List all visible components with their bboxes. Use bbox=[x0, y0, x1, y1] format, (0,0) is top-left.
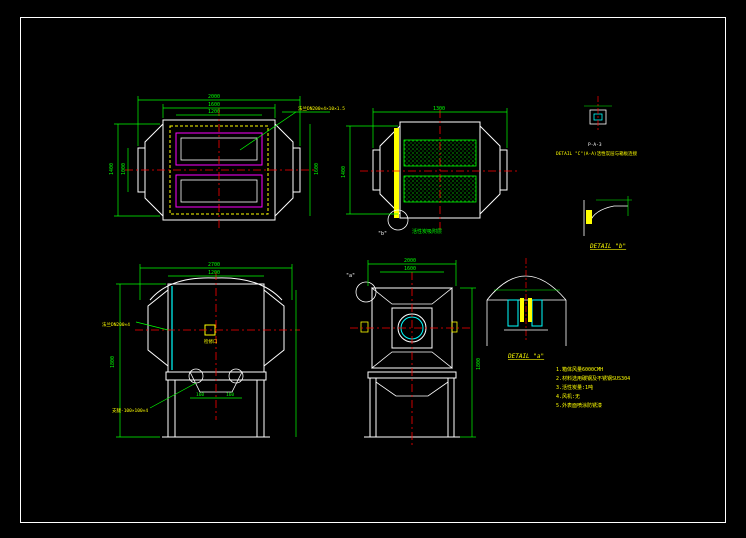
bottom-front-view-leader-bottom bbox=[149, 382, 197, 409]
detail-a-title: DETAIL "a" bbox=[507, 353, 544, 360]
detail-a-arc bbox=[486, 275, 567, 301]
side-view-right-transition bbox=[479, 125, 501, 215]
detail-a bbox=[486, 258, 567, 346]
front-view-dim-top-1: 2000 bbox=[208, 94, 220, 100]
end-view-side-port-right bbox=[451, 321, 458, 333]
bottom-front-view-dim-bottom-2: 160 bbox=[226, 392, 234, 398]
front-view bbox=[114, 96, 330, 230]
detail-top-caption: DETAIL "C"(A-A)活性炭层与箱板连接 bbox=[556, 150, 638, 157]
side-view bbox=[346, 108, 520, 231]
side-view-detail-circle bbox=[387, 209, 409, 231]
side-view-dim-top: 1300 bbox=[433, 106, 445, 112]
detail-top-label-small: P-A-3 bbox=[588, 142, 602, 148]
bottom-front-view-left-transition bbox=[147, 289, 169, 367]
end-view-dim-top-1: 2000 bbox=[404, 258, 416, 264]
end-view bbox=[350, 260, 476, 445]
detail-b bbox=[583, 196, 632, 236]
front-view-dim-right-1: 1600 bbox=[314, 163, 320, 175]
end-view-side-port bbox=[360, 321, 369, 333]
front-view-leader bbox=[239, 111, 297, 151]
side-view-detail-marker: "b" bbox=[378, 231, 387, 237]
bottom-front-view-dim-top-1: 2700 bbox=[208, 262, 220, 268]
note-line-2: 2.材料选用碳钢及不锈钢SUS304 bbox=[556, 375, 630, 382]
side-view-right-flange bbox=[499, 149, 508, 191]
bottom-front-view-callout-left: 法兰DN200×4 bbox=[102, 321, 130, 328]
detail-a-flange-left bbox=[507, 299, 519, 327]
bottom-front-view-leader-left bbox=[135, 321, 169, 331]
detail-top bbox=[584, 96, 612, 132]
detail-a-weld-left bbox=[520, 298, 524, 322]
notes-block: 1.箱体风量6000CMH 2.材料选用碳钢及不锈钢SUS304 3.活性炭量:… bbox=[556, 366, 630, 409]
side-view-dim-left: 1400 bbox=[341, 166, 347, 178]
note-line-1: 1.箱体风量6000CMH bbox=[556, 366, 603, 373]
end-view-transition bbox=[370, 287, 454, 305]
front-view-dim-left-2: 1000 bbox=[121, 163, 127, 175]
front-view-dim-top-3: 1200 bbox=[208, 109, 220, 115]
end-view-detail-circle bbox=[355, 281, 377, 303]
note-line-5: 5.外表面喷涂防锈漆 bbox=[556, 402, 602, 409]
bottom-front-view-callout-bottom: 支腿-100×100×4 bbox=[112, 407, 148, 414]
end-view-transition-bottom bbox=[370, 351, 454, 369]
side-view-support-column bbox=[394, 128, 399, 218]
bottom-front-view-right-transition bbox=[263, 289, 285, 367]
note-line-3: 3.活性炭量:1吨 bbox=[556, 384, 593, 391]
detail-a-flange-right bbox=[531, 299, 543, 327]
front-view-callout: 法兰DN200×4×10×1.5 bbox=[298, 105, 345, 112]
bottom-front-view-dim-top-2: 1200 bbox=[208, 270, 220, 276]
front-view-dim-top-2: 1600 bbox=[208, 102, 220, 108]
bottom-front-view-drain-left bbox=[188, 368, 204, 384]
bottom-front-view-dim-bottom-1: 160 bbox=[196, 392, 204, 398]
drawing-frame bbox=[20, 17, 726, 523]
bottom-front-view-dim-left: 1800 bbox=[110, 356, 116, 368]
bottom-front-view-drain-right bbox=[228, 368, 244, 384]
front-view-upper-panel bbox=[175, 132, 263, 166]
detail-b-title: DETAIL "b" bbox=[589, 243, 626, 250]
front-view-dim-left-1: 1400 bbox=[109, 163, 115, 175]
end-view-dim-top-2: 1600 bbox=[404, 266, 416, 272]
end-view-detail-marker: "a" bbox=[346, 273, 355, 279]
note-line-4: 4.风机:无 bbox=[556, 393, 580, 400]
side-view-left-flange bbox=[372, 149, 381, 191]
detail-a-weld-right bbox=[528, 298, 532, 322]
end-view-dim-right: 1800 bbox=[476, 358, 482, 370]
bottom-front-view-hood bbox=[149, 277, 283, 301]
bottom-front-view-center-label: 检修口 bbox=[204, 338, 218, 345]
side-view-section-label: 活性炭吸附层 bbox=[412, 228, 442, 235]
detail-b-weld bbox=[586, 210, 592, 224]
bottom-front-view bbox=[116, 264, 300, 438]
